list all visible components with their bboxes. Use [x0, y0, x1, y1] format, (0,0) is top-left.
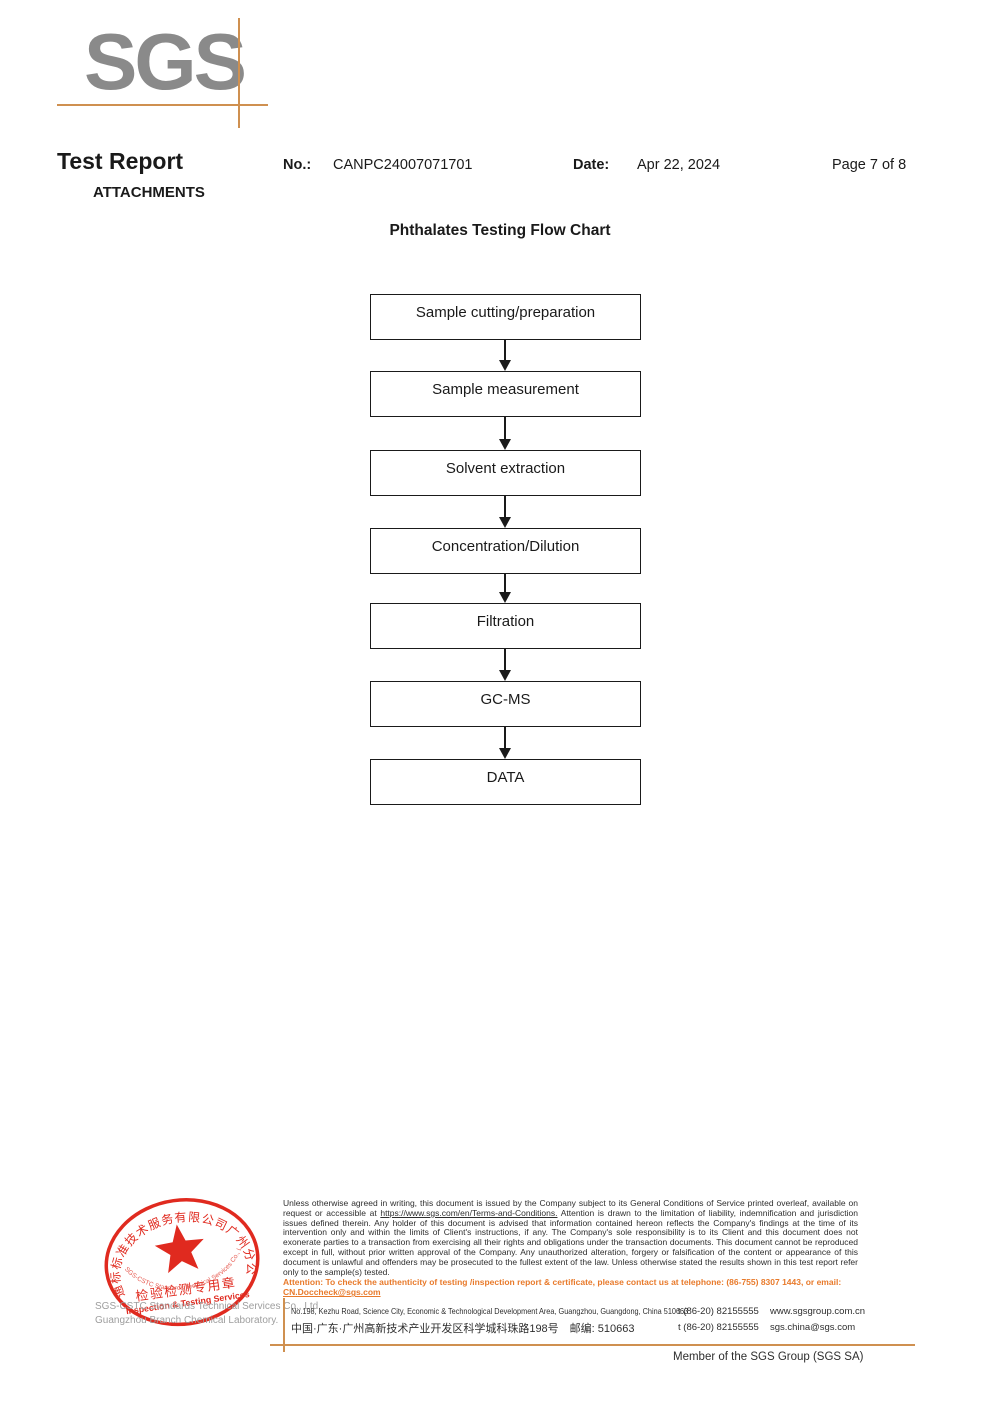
- page-title: Test Report: [57, 148, 184, 174]
- attention-text: Attention: To check the authenticity of …: [283, 1277, 842, 1288]
- legal-text-part1: Unless otherwise agreed in writing, this…: [283, 1198, 858, 1218]
- page-number: Page 7 of 8: [832, 157, 907, 173]
- sgs-logo: SGS: [84, 17, 247, 106]
- attachments-subtitle: ATTACHMENTS: [93, 184, 205, 201]
- report-no-label: No.:: [283, 157, 312, 173]
- flow-arrow: [499, 496, 511, 528]
- stamp-star-icon: [154, 1224, 204, 1274]
- sgs-member-line: Member of the SGS Group (SGS SA): [673, 1351, 864, 1363]
- address-chinese: 中国·广东·广州高新技术产业开发区科学城科珠路198号 邮编: 510663: [291, 1323, 635, 1335]
- phone-line2: t (86-20) 82155555: [678, 1322, 759, 1333]
- report-date-label: Date:: [573, 157, 610, 173]
- lab-company-lines: SGS-CSTC Standards Technical Services Co…: [95, 1300, 321, 1328]
- footer-rule: [270, 1344, 915, 1346]
- address-english: No.198, Kezhu Road, Science City, Econom…: [291, 1306, 689, 1316]
- flow-arrow: [499, 574, 511, 603]
- inspection-stamp: 通标标准技术服务有限公司广州分公司 检验检测专用章 Inspection & T…: [80, 1173, 277, 1355]
- flow-arrow: [499, 417, 511, 450]
- flow-arrow: [499, 649, 511, 681]
- lab-company-line2: Guangzhou Branch Chemical Laboratory.: [95, 1315, 279, 1326]
- lab-company-line1: SGS-CSTC Standards Technical Services Co…: [95, 1301, 322, 1312]
- logo-crosshair-vline: [238, 18, 240, 128]
- flow-arrow: [499, 340, 511, 371]
- flow-step-gcms: GC-MS: [370, 681, 641, 727]
- report-no-value: CANPC24007071701: [333, 157, 473, 173]
- legal-text-part2: Attention is drawn to the limitation of …: [283, 1207, 858, 1277]
- flow-arrow: [499, 727, 511, 759]
- stamp-seal-graphic: 通标标准技术服务有限公司广州分公司 检验检测专用章 Inspection & T…: [80, 1173, 261, 1327]
- flow-step-data: DATA: [370, 759, 641, 805]
- flow-step-sample-cutting: Sample cutting/preparation: [370, 294, 641, 340]
- logo-crosshair-hline: [57, 104, 268, 106]
- attention-notice: Attention: To check the authenticity of …: [283, 1277, 858, 1298]
- legal-disclaimer: Unless otherwise agreed in writing, this…: [283, 1198, 858, 1298]
- report-date-value: Apr 22, 2024: [637, 157, 721, 173]
- flow-step-filtration: Filtration: [370, 603, 641, 649]
- terms-link[interactable]: https://www.sgs.com/en/Terms-and-Conditi…: [380, 1207, 558, 1218]
- flow-step-solvent-extraction: Solvent extraction: [370, 450, 641, 496]
- contact-email: sgs.china@sgs.com: [770, 1322, 856, 1333]
- flow-step-sample-measurement: Sample measurement: [370, 371, 641, 417]
- doccheck-email-link[interactable]: CN.Doccheck@sgs.com: [283, 1287, 381, 1298]
- flowchart-title: Phthalates Testing Flow Chart: [389, 222, 611, 239]
- phone-line1: t (86-20) 82155555: [678, 1306, 759, 1317]
- website-url: www.sgsgroup.com.cn: [770, 1306, 866, 1317]
- footer-crosshair-vline: [283, 1298, 285, 1352]
- flow-step-concentration-dilution: Concentration/Dilution: [370, 528, 641, 574]
